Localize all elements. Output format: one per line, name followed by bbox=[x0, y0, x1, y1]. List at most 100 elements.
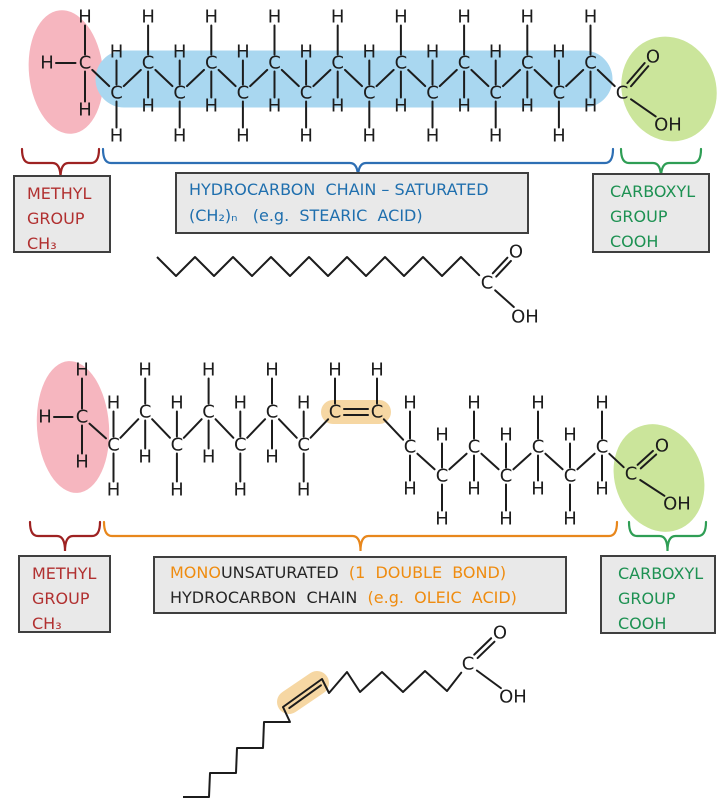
double-bond bbox=[491, 256, 509, 275]
carboxyl-carbon: C bbox=[616, 83, 629, 104]
label-line: HYDROCARBON CHAIN – SATURATED bbox=[189, 180, 489, 199]
atom-H: H bbox=[205, 96, 219, 117]
bond bbox=[246, 418, 267, 439]
bond bbox=[448, 452, 468, 471]
atom-H: H bbox=[141, 7, 155, 28]
bond bbox=[470, 68, 490, 88]
atom-O: O bbox=[493, 623, 507, 644]
double-bond bbox=[639, 453, 658, 470]
atom-C: C bbox=[300, 83, 313, 104]
atom-H: H bbox=[489, 126, 503, 147]
atom-O: O bbox=[646, 47, 660, 68]
atom-H: H bbox=[141, 96, 155, 117]
methyl-carbon: C bbox=[79, 53, 92, 74]
atom-H: H bbox=[521, 96, 535, 117]
atom-H: H bbox=[138, 360, 152, 381]
double-bond bbox=[476, 640, 496, 660]
label-segment: (e.g. OLEIC ACID) bbox=[367, 588, 517, 607]
atom-H: H bbox=[234, 480, 248, 501]
atom-H: H bbox=[584, 96, 598, 117]
label-line: COOH bbox=[610, 232, 659, 251]
atom-H: H bbox=[363, 42, 377, 63]
bond bbox=[480, 452, 500, 471]
atom-H: H bbox=[75, 360, 89, 381]
atom-H: H bbox=[331, 7, 345, 28]
atom-H: H bbox=[40, 53, 54, 74]
atom-H: H bbox=[457, 96, 471, 117]
bond bbox=[375, 68, 395, 88]
carboxyl-carbon: C bbox=[462, 654, 475, 675]
atom-H: H bbox=[403, 479, 417, 500]
label-line: COOH bbox=[618, 614, 667, 633]
atom-C: C bbox=[489, 83, 502, 104]
atom-C: C bbox=[532, 437, 545, 458]
label-line: MONOUNSATURATED (1 DOUBLE BOND) bbox=[170, 560, 565, 585]
atom-C: C bbox=[205, 53, 218, 74]
bottom-methyl-label-box: METHYL GROUP CH₃ bbox=[18, 555, 111, 633]
bond bbox=[533, 68, 553, 88]
atom-H: H bbox=[457, 7, 471, 28]
double-bond bbox=[473, 637, 493, 656]
methyl-carbon: C bbox=[76, 407, 89, 428]
label-line: GROUP bbox=[610, 207, 668, 226]
bottom-methyl-brace bbox=[28, 520, 102, 552]
bond bbox=[217, 68, 237, 88]
atom-H: H bbox=[552, 126, 566, 147]
bond bbox=[151, 418, 171, 439]
atom-H: H bbox=[107, 393, 121, 414]
atom-O: O bbox=[655, 436, 669, 457]
atom-H: H bbox=[521, 7, 535, 28]
atom-C: C bbox=[395, 53, 408, 74]
atom-H: H bbox=[205, 7, 219, 28]
carboxyl-carbon: C bbox=[625, 464, 638, 485]
label-segment: UNSATURATED bbox=[220, 563, 339, 582]
bond bbox=[88, 422, 108, 440]
atom-H: H bbox=[236, 42, 250, 63]
label-line: CARBOXYL bbox=[618, 564, 704, 583]
label-line: CARBOXYL bbox=[610, 182, 696, 201]
atom-H: H bbox=[467, 393, 481, 414]
atom-H: H bbox=[110, 42, 124, 63]
label-line: METHYL bbox=[27, 184, 92, 203]
atom-H: H bbox=[531, 479, 545, 500]
top-chain-label-box: HYDROCARBON CHAIN – SATURATED (CH₂)ₙ (e.… bbox=[175, 172, 529, 234]
label-line: CH₃ bbox=[32, 614, 62, 633]
bond bbox=[608, 452, 625, 469]
bond bbox=[214, 418, 235, 439]
bond bbox=[280, 68, 300, 88]
atom-C: C bbox=[329, 402, 342, 423]
bond bbox=[544, 452, 564, 471]
atom-H: H bbox=[363, 126, 377, 147]
atom-H: H bbox=[531, 393, 545, 414]
label-line: GROUP bbox=[32, 589, 90, 608]
atom-H: H bbox=[78, 100, 92, 121]
label-segment: (1 DOUBLE BOND) bbox=[338, 563, 507, 582]
bond bbox=[639, 479, 666, 497]
atom-H: H bbox=[107, 480, 121, 501]
bond bbox=[460, 256, 481, 277]
label-line: GROUP bbox=[27, 209, 85, 228]
bond bbox=[446, 671, 463, 692]
atom-H: H bbox=[173, 126, 187, 147]
label-line: HYDROCARBON CHAIN (e.g. OLEIC ACID) bbox=[170, 585, 565, 610]
label-line: CH₃ bbox=[27, 234, 57, 253]
bond bbox=[576, 452, 596, 471]
atom-C: C bbox=[404, 437, 417, 458]
atom-C: C bbox=[110, 83, 123, 104]
atom-H: H bbox=[595, 393, 609, 414]
atom-C: C bbox=[107, 435, 120, 456]
atom-C: C bbox=[331, 53, 344, 74]
bond bbox=[494, 289, 515, 308]
atom-H: H bbox=[426, 42, 440, 63]
atom-H: H bbox=[78, 7, 92, 28]
bottom-carboxyl-label-box: CARBOXYL GROUP COOH bbox=[600, 555, 716, 634]
atom-C: C bbox=[564, 466, 577, 487]
oleic-skeletal-chain bbox=[321, 670, 448, 694]
atom-C: C bbox=[436, 466, 449, 487]
atom-H: H bbox=[394, 96, 408, 117]
atom-C: C bbox=[297, 435, 310, 456]
atom-H: H bbox=[331, 96, 345, 117]
double-bond bbox=[495, 259, 512, 278]
bond bbox=[501, 68, 522, 88]
atom-H: H bbox=[110, 126, 124, 147]
